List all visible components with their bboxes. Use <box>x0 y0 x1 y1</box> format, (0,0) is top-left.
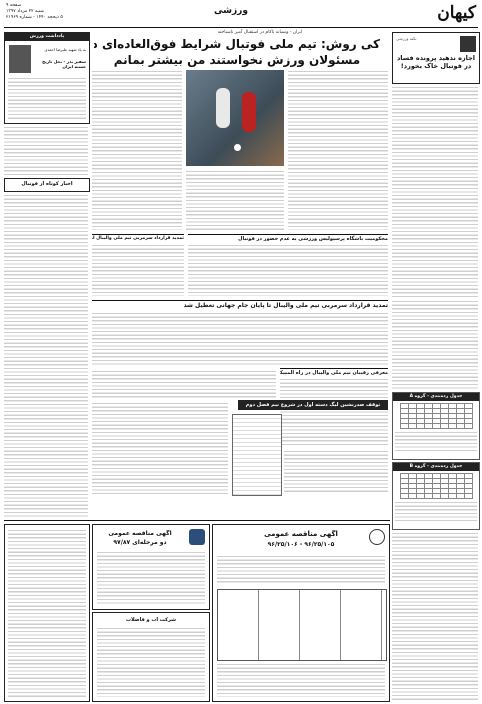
ad-3: شرکت آب و فاضلاب <box>92 612 210 702</box>
page-number: صفحه ۹ <box>6 3 22 8</box>
ad2-subtitle: دو مرحله‌ای ۹۷/۸۷ <box>113 539 167 546</box>
story-3-headline: تمدید قرارداد سرمربی تیم ملی والیبال تا … <box>92 300 388 309</box>
editorial-title: اجازه ندهید پرونده فساد در فوتبال خاک بخ… <box>396 54 476 70</box>
story-1-headline: محکومیت باشگاه پرسپولیس ورزشی به عدم حضو… <box>188 234 388 242</box>
lower-mid-text <box>92 402 228 494</box>
story-1-body <box>188 244 388 296</box>
story-2-headline: تمدید قرارداد سرمربی تیم ملی والیبال امر… <box>92 234 184 241</box>
ad2-logo-icon <box>189 529 205 545</box>
lead-headline-2: مسئولان ورزش نخواستند من بیشتر بمانم <box>113 53 361 67</box>
ads-divider <box>4 520 390 521</box>
ad2-body <box>97 551 205 605</box>
section-title: ورزشی <box>214 6 248 16</box>
ad1-body <box>217 555 385 585</box>
standings-b-notes <box>395 501 477 523</box>
player-figure-2 <box>242 92 256 132</box>
editorial-box: نکته ورزشی اجازه ندهید پرونده فساد در فو… <box>392 32 480 84</box>
standings-b-title: جدول رده‌بندی - گروه B <box>393 463 479 471</box>
player-figure-1 <box>216 88 230 128</box>
ad1-number: ۹۶/۲۵/۱۰۵ - ۹۶/۲۵/۱۰۶ <box>267 541 335 548</box>
standings-a-table <box>399 403 473 429</box>
issue-line: ۵ ذیحجه ۱۴۴۰ - شماره ۲۱۹۶۹ <box>6 15 63 20</box>
memorial-box: یادداشت ورزش به یاد شهید علیرضا احمدی سف… <box>4 32 90 124</box>
right-text-column-3 <box>392 532 478 700</box>
story-3-body <box>92 312 388 366</box>
ad1-footer <box>217 663 385 697</box>
ad-4 <box>4 524 90 702</box>
masthead-rule <box>4 27 478 28</box>
ball-icon <box>234 144 241 151</box>
ad-tender-1: آگهی مناقصه عمومی ۹۶/۲۵/۱۰۵ - ۹۶/۲۵/۱۰۶ <box>212 524 390 702</box>
editorial-body <box>392 86 478 298</box>
memorial-text <box>8 77 86 119</box>
league-table <box>232 414 282 496</box>
ad3-body <box>97 627 205 697</box>
ad2-title: آگهی مناقصه عمومی <box>108 530 172 537</box>
news-brief-title: اخبار کوتاه از فوتبال <box>21 181 73 187</box>
memorial-subtitle: سفیر نذر - نخل تاریخ خسته ایران <box>42 59 86 69</box>
left-middle-text <box>92 70 182 230</box>
memorial-portrait <box>9 45 31 73</box>
ad4-body <box>8 529 86 697</box>
ad1-title: آگهی مناقصه عمومی <box>264 530 338 538</box>
editorial-icon <box>460 36 476 52</box>
lead-kicker: ایران - ونشانه ناکام در استقبال آمبر ناش… <box>217 30 303 35</box>
lead-photo <box>186 70 284 166</box>
right-text-column-2 <box>392 300 478 390</box>
story-4-headline: معرفی رقیبان تیم ملی والیبال در راه المپ… <box>280 368 388 376</box>
lead-story-text-a <box>288 70 388 230</box>
story-5-banner: توقف صدرنشین لیگ دسته اول در شروع نیم فص… <box>238 400 388 410</box>
story-5-body <box>284 450 388 494</box>
masthead: کیهان ورزشی صفحه ۹ شنبه ۲۲ مرداد ۱۳۹۷ ۵ … <box>0 0 482 28</box>
standings-box-b: جدول رده‌بندی - گروه B <box>392 462 480 530</box>
standings-box-a: جدول رده‌بندی - گروه A <box>392 392 480 460</box>
date-line: شنبه ۲۲ مرداد ۱۳۹۷ <box>6 9 44 14</box>
story-2-body <box>92 244 184 296</box>
ad1-table <box>217 589 387 661</box>
standings-b-table <box>399 473 473 499</box>
story-4-body <box>280 378 388 446</box>
lead-headline-1: کی روش: تیم ملی فوتبال شرایط فوق‌العاده‌… <box>94 37 380 51</box>
far-left-text-2 <box>4 194 88 518</box>
ad1-logo-icon <box>369 529 385 545</box>
story-4b-body <box>92 370 276 398</box>
ad3-title: شرکت آب و فاضلاب <box>125 617 177 623</box>
memorial-byline: به یاد شهید علیرضا احمدی <box>44 47 86 52</box>
memorial-title: یادداشت ورزش <box>5 33 89 41</box>
editorial-tag: نکته ورزشی <box>396 36 417 41</box>
lead-story-text-b <box>186 170 284 230</box>
news-brief-box: اخبار کوتاه از فوتبال <box>4 178 90 192</box>
standings-a-title: جدول رده‌بندی - گروه A <box>393 393 479 401</box>
ad-tender-2: آگهی مناقصه عمومی دو مرحله‌ای ۹۷/۸۷ <box>92 524 210 610</box>
newspaper-logo: کیهان <box>437 3 476 23</box>
standings-a-notes <box>395 431 477 453</box>
far-left-text-1 <box>4 126 88 176</box>
